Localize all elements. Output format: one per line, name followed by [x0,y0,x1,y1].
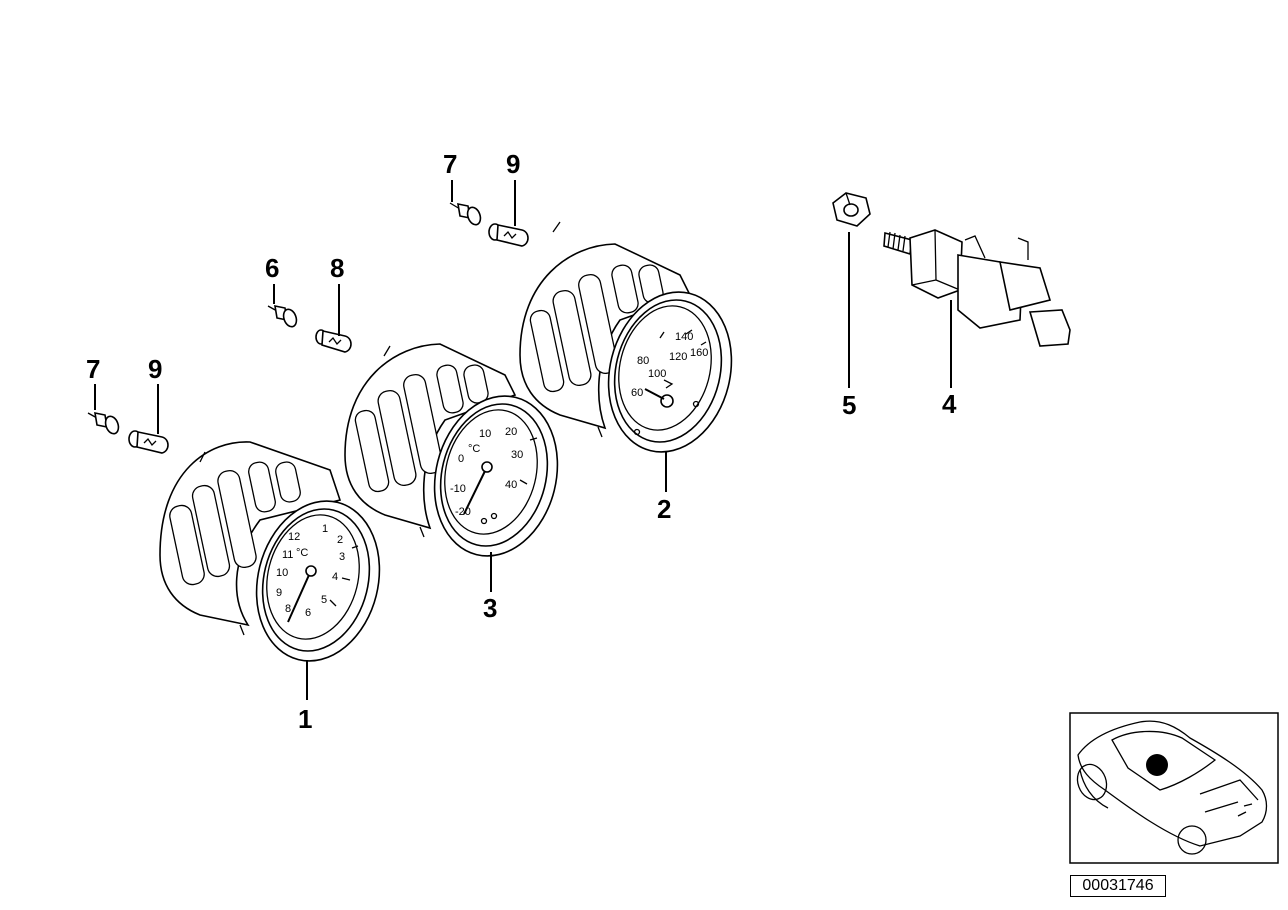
gauge-right-tick-160: 160 [690,347,708,359]
gauge-middle-tick-20: 20 [505,426,517,438]
gauge-right-needle [644,388,665,400]
gauge-middle-tick-neg10: -10 [450,483,466,495]
car-outline-icon [1076,720,1268,855]
callout-1: 1 [298,704,312,734]
bulb-lower[interactable] [128,430,169,454]
callouts: 1 2 3 4 5 6 7 7 8 9 9 [86,149,957,734]
hex-nut[interactable] [832,192,871,227]
callout-5: 5 [842,390,856,420]
bulb-socket-lower[interactable] [87,411,121,436]
gauge-right-tick-100: 100 [648,368,666,380]
gauge-left-tick-3: 3 [339,551,345,563]
gauge-left-tick-8: 8 [285,603,291,615]
gauge-right-tick-140: 140 [675,331,693,343]
gauge-right-scale: 60 80 100 120 140 160 [631,329,708,436]
oil-pressure-sender[interactable] [883,229,1071,347]
gauge-middle-scale: -20 -10 0 10 20 30 40 °C [450,426,538,525]
gauge-middle-needle [463,470,486,515]
callout-9-upper: 9 [506,149,520,179]
gauge-right[interactable]: 60 80 100 120 140 160 [519,221,748,465]
bulb-socket-upper[interactable] [449,202,483,227]
gauge-left-tick-6: 6 [305,607,311,619]
gauge-middle-tick-neg20: -20 [455,506,471,518]
gauge-left-tick-2: 2 [337,534,343,546]
oil-can-icon [663,379,674,389]
locator-dot [1146,754,1168,776]
callout-8: 8 [330,253,344,283]
gauge-left-tick-10: 10 [276,567,288,579]
gauge-middle-tick-10: 10 [479,428,491,440]
gauge-right-tick-80: 80 [637,355,649,367]
gauge-middle-unit: °C [468,443,480,455]
gauge-left-tick-9: 9 [276,587,282,599]
bulb-socket-middle[interactable] [267,304,299,329]
gauge-left-tick-12: 12 [288,531,300,543]
callout-3: 3 [483,593,497,623]
gauge-middle[interactable]: -20 -10 0 10 20 30 40 °C [344,343,574,569]
bulb-upper[interactable] [488,223,529,247]
gauge-left-tick-11: 11 [282,549,293,561]
callout-9-lower: 9 [148,354,162,384]
callout-7-upper: 7 [443,149,457,179]
gauge-right-tick-120: 120 [669,351,687,363]
gauge-middle-tick-0: 0 [458,453,464,465]
gauge-middle-tick-30: 30 [511,449,523,461]
gauge-left-tick-5: 5 [321,594,327,606]
gauge-middle-tick-40: 40 [505,479,517,491]
gauge-left-scale: 12 1 2 3 4 5 6 8 9 10 11 °C [276,523,359,619]
gauge-left-tick-1: 1 [322,523,328,535]
gauge-left-unit: °C [296,547,308,559]
vehicle-locator [1069,712,1279,864]
diagram-id: 00031746 [1070,875,1166,897]
callout-7-lower: 7 [86,354,100,384]
callout-4: 4 [942,389,957,419]
gauge-left-needle [287,574,310,623]
callout-2: 2 [657,494,671,524]
leader-lines [94,180,952,700]
gauge-left[interactable]: 12 1 2 3 4 5 6 8 9 10 11 °C [159,441,396,674]
gauge-left-tick-4: 4 [332,571,338,583]
locator-frame [1069,712,1279,864]
gauge-right-tick-60: 60 [631,387,643,399]
callout-6: 6 [265,253,279,283]
bulb-middle[interactable] [315,329,352,353]
